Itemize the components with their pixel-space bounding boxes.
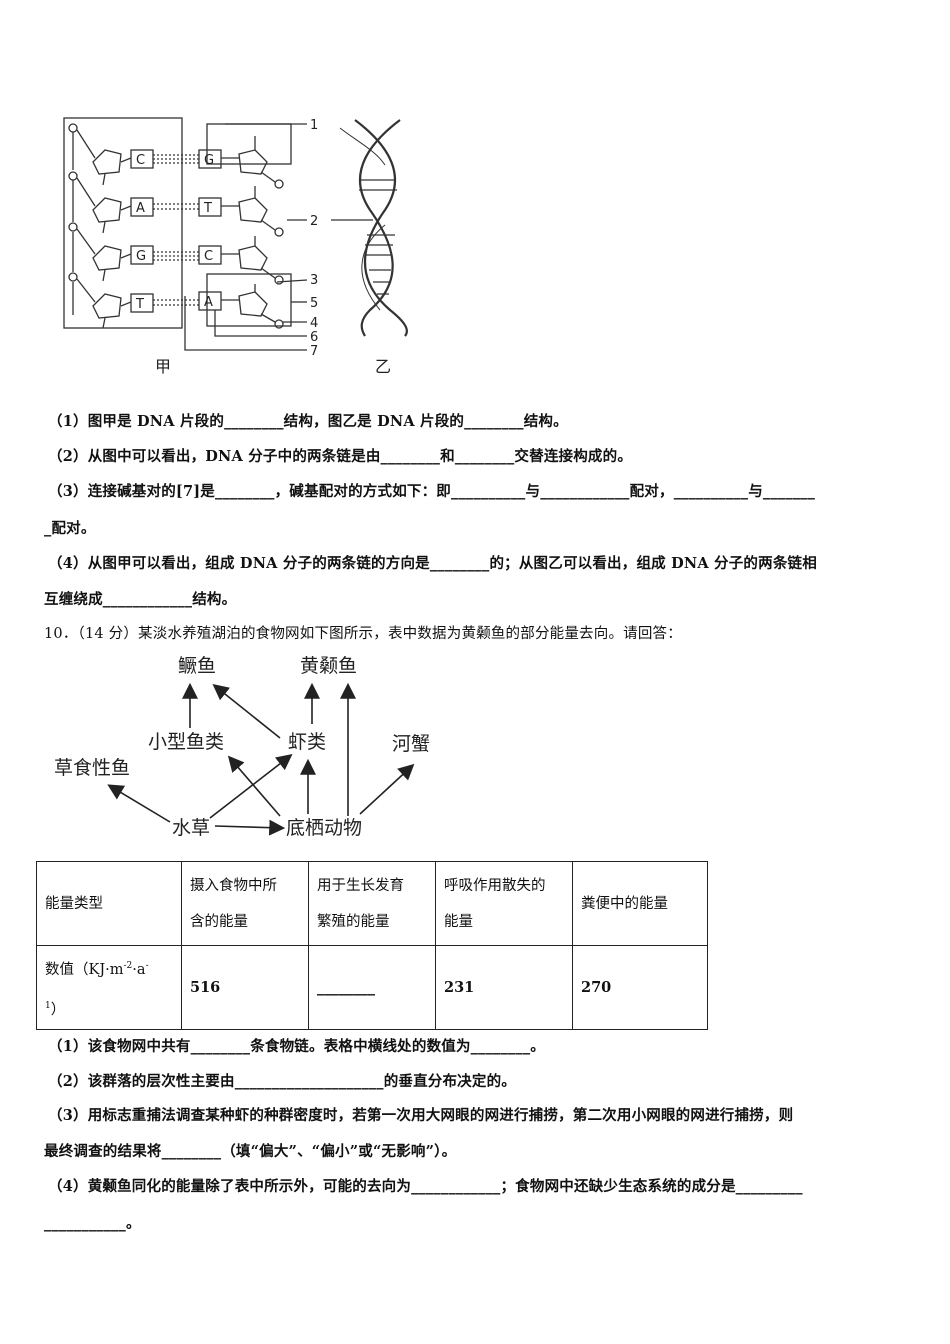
header-cell: 用于生长发育繁殖的能量 [308, 861, 436, 946]
q9-part4-line1: （4）从图甲可以看出，组成 DNA 分子的两条链的方向是________的；从图… [48, 555, 817, 572]
q9-part3-line1: （3）连接碱基对的[7]是________，碱基配对的方式如下：即_______… [48, 483, 816, 500]
base-label: A [204, 295, 213, 310]
food-web-figure: 鳜鱼 黄颡鱼 小型鱼类 虾类 河蟹 草食性鱼 水草 底栖动物 [54, 655, 430, 839]
table-cell: 270 [572, 945, 708, 1030]
callout-number: 2 [310, 214, 318, 229]
node-diqidongwu: 底栖动物 [286, 817, 362, 839]
base-label: G [136, 249, 146, 264]
node-huangsangyu: 黄颡鱼 [300, 655, 357, 677]
base-label: G [204, 153, 214, 168]
table-row: 数值（KJ·m-2·a- 1） 516 ________ 231 270 [36, 945, 708, 1030]
header-cell: 呼吸作用散失的能量 [435, 861, 573, 946]
callout-number: 6 [310, 330, 318, 345]
table-header-row: 能量类型 摄入食物中所含的能量 用于生长发育繁殖的能量 呼吸作用散失的能量 粪便… [36, 861, 708, 946]
header-cell: 能量类型 [36, 861, 182, 946]
q10-part3-line2: 最终调查的结果将________（填“偏大”、“偏小”或“无影响”）。 [44, 1143, 457, 1160]
base-label: T [203, 201, 212, 216]
q10-part1: （1）该食物网中共有________条食物链。表格中横线处的数值为_______… [48, 1038, 545, 1055]
caption-jia: 甲 [155, 357, 171, 376]
node-guiyu: 鳜鱼 [178, 655, 216, 677]
base-label: C [204, 249, 213, 264]
base-label: T [135, 297, 144, 312]
node-shuicao: 水草 [172, 817, 210, 839]
node-hexie: 河蟹 [392, 733, 430, 755]
q9-part3-line2: _配对。 [44, 520, 96, 537]
table-cell: 516 [181, 945, 309, 1030]
q10-header: 10．（14 分）某淡水养殖湖泊的食物网如下图所示，表中数据为黄颡鱼的部分能量去… [44, 626, 682, 642]
callout-number: 4 [310, 316, 318, 331]
q9-part4-line2: 互缠绕成____________结构。 [44, 591, 237, 608]
q10-part3-line1: （3）用标志重捕法调查某种虾的种群密度时，若第一次用大网眼的网进行捕捞，第二次用… [48, 1107, 794, 1124]
table-cell: 231 [435, 945, 573, 1030]
q10-part4-line2: ___________。 [44, 1215, 141, 1232]
header-cell: 粪便中的能量 [572, 861, 708, 946]
callout-number: 7 [310, 344, 318, 359]
node-caoshixingyu: 草食性鱼 [54, 757, 130, 779]
energy-table: 能量类型 摄入食物中所含的能量 用于生长发育繁殖的能量 呼吸作用散失的能量 粪便… [36, 861, 708, 1030]
caption-yi: 乙 [375, 357, 391, 376]
row-label-cell: 数值（KJ·m-2·a- 1） [36, 945, 182, 1030]
callout-number: 1 [310, 118, 318, 133]
base-label: A [136, 201, 145, 216]
q10-part4-line1: （4）黄颡鱼同化的能量除了表中所示外，可能的去向为____________；食物… [48, 1178, 803, 1195]
header-cell: 摄入食物中所含的能量 [181, 861, 309, 946]
callout-number: 3 [310, 273, 318, 288]
q9-part2: （2）从图中可以看出，DNA 分子中的两条链是由________和_______… [48, 448, 633, 465]
table-cell: ________ [308, 945, 436, 1030]
callout-number: 5 [310, 296, 318, 311]
q9-part1: （1）图甲是 DNA 片段的________结构，图乙是 DNA 片段的____… [48, 413, 568, 430]
base-label: C [136, 153, 145, 168]
node-xialei: 虾类 [288, 731, 326, 753]
node-xiaoxingyulei: 小型鱼类 [148, 731, 224, 753]
q10-part2: （2）该群落的层次性主要由____________________的垂直分布决定… [48, 1073, 516, 1090]
dna-structure-figure: C A G T G T C A 1 2 3 5 4 6 7 甲 乙 [63, 117, 408, 376]
